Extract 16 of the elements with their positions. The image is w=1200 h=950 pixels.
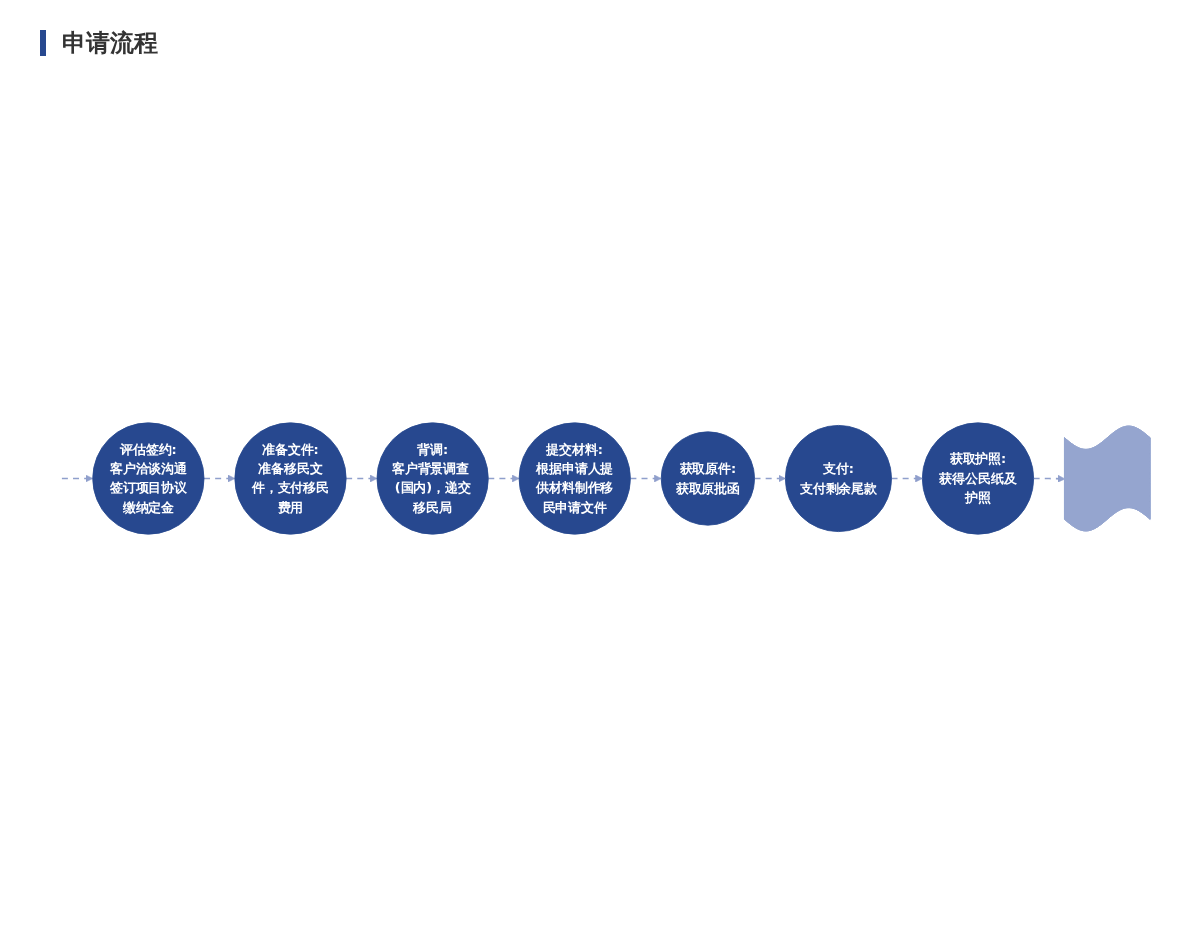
arrow — [203, 474, 236, 482]
node-circle: 获取护照: 获得公民纸及护照 — [921, 421, 1035, 535]
node-circle: 获取原件: 获取原批函 — [660, 430, 755, 526]
arrow — [345, 474, 378, 482]
arrow — [487, 474, 520, 482]
arrow — [1032, 474, 1066, 482]
node-circle: 提交材料: 根据申请人提供材料制作移民申请文件 — [518, 421, 631, 535]
arrow — [890, 474, 923, 482]
arrow — [753, 474, 786, 482]
arrow — [61, 474, 94, 482]
node-circle: 评估签约: 客户洽谈沟通签订项目协议缴纳定金 — [92, 421, 205, 535]
node-circle: 支付: 支付剩余尾款 — [784, 424, 892, 532]
node-circle: 准备文件: 准备移民文件，支付移民费用 — [234, 421, 347, 535]
title: 申请流程 — [40, 30, 158, 56]
node-circle: 背调: 客户背景调查 (国内)，递交移民局 — [376, 421, 489, 535]
arrow — [629, 474, 662, 482]
